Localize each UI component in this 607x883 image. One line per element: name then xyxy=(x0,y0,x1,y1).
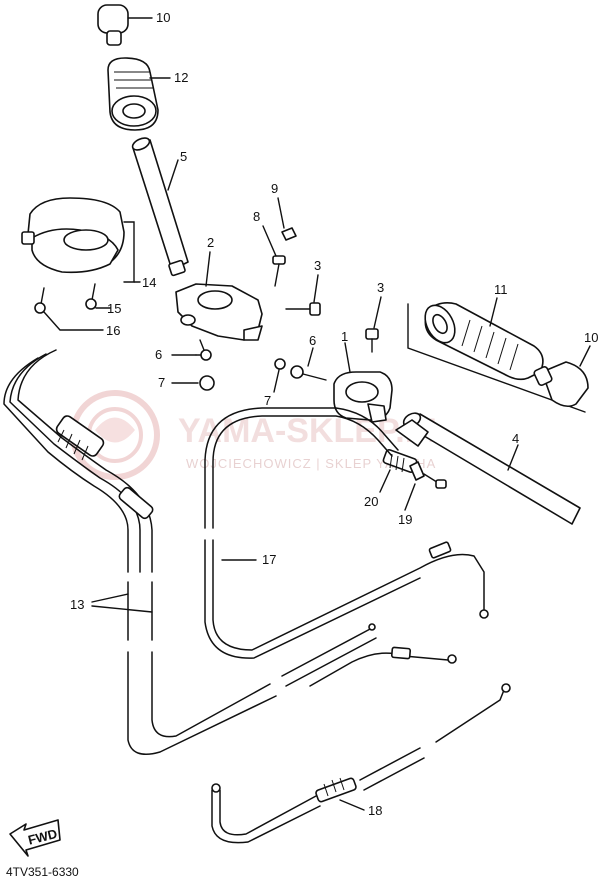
callout-16: 16 xyxy=(106,323,120,338)
callout-6a: 6 xyxy=(155,347,162,362)
grip-end-right xyxy=(533,345,591,408)
grip-end-left xyxy=(97,4,153,46)
throttle-tube-4 xyxy=(395,412,581,525)
switch-housing-left xyxy=(21,197,141,283)
callout-18: 18 xyxy=(368,803,382,818)
screw-15 xyxy=(85,283,111,310)
callout-19: 19 xyxy=(398,512,412,527)
callout-4: 4 xyxy=(512,431,519,446)
fwd-label: FWD xyxy=(26,826,58,848)
nut-7a xyxy=(171,375,215,391)
throttle-housing-1 xyxy=(333,342,393,423)
bolt-8 xyxy=(262,225,286,287)
screw-16 xyxy=(34,287,104,331)
callout-12: 12 xyxy=(174,70,188,85)
screw-6b xyxy=(290,347,327,381)
callout-9: 9 xyxy=(271,181,278,196)
callout-1: 1 xyxy=(341,329,348,344)
callout-7a: 7 xyxy=(158,375,165,390)
holder-2 xyxy=(175,251,263,341)
handlebar-left xyxy=(131,137,189,277)
cable-17 xyxy=(204,407,489,659)
nut-7b xyxy=(273,358,286,393)
screw-6a xyxy=(171,339,212,361)
callout-6b: 6 xyxy=(309,333,316,348)
callout-17: 17 xyxy=(262,552,276,567)
callout-10: 10 xyxy=(156,10,170,25)
watermark-subtitle: WOJCIECHOWICZ | SKLEP YAMAHA xyxy=(186,456,436,471)
callout-10b: 10 xyxy=(584,330,598,345)
callout-14: 14 xyxy=(142,275,156,290)
callout-11: 11 xyxy=(494,282,508,297)
callout-5: 5 xyxy=(180,149,187,164)
callout-3b: 3 xyxy=(377,280,384,295)
callout-20: 20 xyxy=(364,494,378,509)
screw-3b xyxy=(365,296,382,353)
screw-9 xyxy=(277,197,297,241)
drawing-code: 4TV351-6330 xyxy=(6,865,79,879)
callout-3a: 3 xyxy=(314,258,321,273)
callout-7b: 7 xyxy=(264,393,271,408)
cable-18 xyxy=(211,683,511,844)
callout-labels: 10 12 5 9 8 2 3 14 15 16 3 11 10 6 6 1 7… xyxy=(70,10,598,818)
callout-15: 15 xyxy=(107,301,121,316)
grip-right xyxy=(424,297,544,381)
fwd-arrow: FWD xyxy=(9,819,61,857)
callout-8: 8 xyxy=(253,209,260,224)
screw-3a xyxy=(285,274,321,316)
callout-2: 2 xyxy=(207,235,214,250)
callout-13: 13 xyxy=(70,597,84,612)
cable-13 xyxy=(3,349,457,755)
grip-left xyxy=(107,57,171,131)
right-grip-bracket xyxy=(407,303,586,413)
locknut-19 xyxy=(404,461,447,511)
